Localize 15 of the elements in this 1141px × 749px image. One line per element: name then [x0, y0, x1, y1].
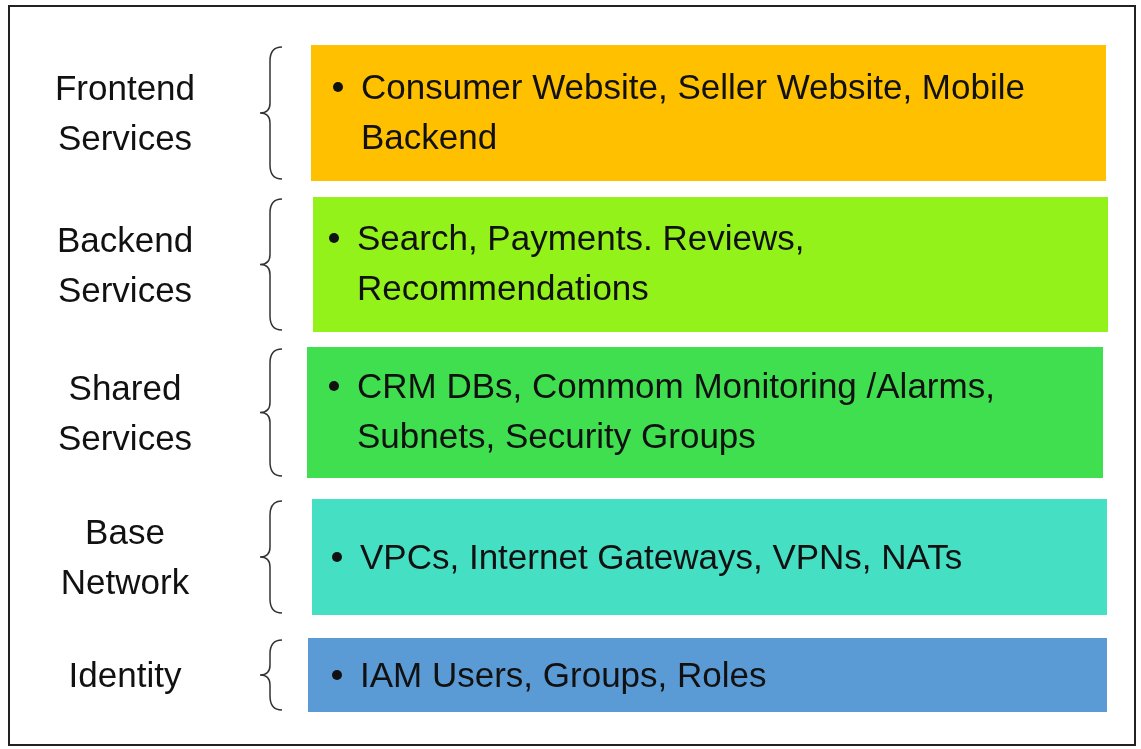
- layer-description: CRM DBs, Commom Monitoring /Alarms, Subnets, Security Groups: [357, 365, 996, 457]
- layer-box: [308, 638, 1107, 712]
- layer-label: Shared Services: [56, 366, 194, 459]
- layer-box: [307, 347, 1103, 478]
- layer-box: [311, 45, 1106, 181]
- layer-description: IAM Users, Groups, Roles: [360, 654, 768, 696]
- layer-label: Base Network: [59, 511, 191, 603]
- layer-box: [313, 197, 1108, 332]
- layer-label: Backend Services: [55, 218, 195, 311]
- layer-description: VPCs, Internet Gateways, VPNs, NATs: [360, 536, 964, 578]
- layer-description: Consumer Website, Seller Website, Mobile Backend: [361, 66, 1026, 158]
- layer-label: Frontend Services: [53, 67, 197, 159]
- layer-label: Identity: [67, 654, 183, 696]
- layer-description: Search, Payments. Reviews, Recommendations: [357, 217, 806, 309]
- layer-box: [312, 499, 1107, 615]
